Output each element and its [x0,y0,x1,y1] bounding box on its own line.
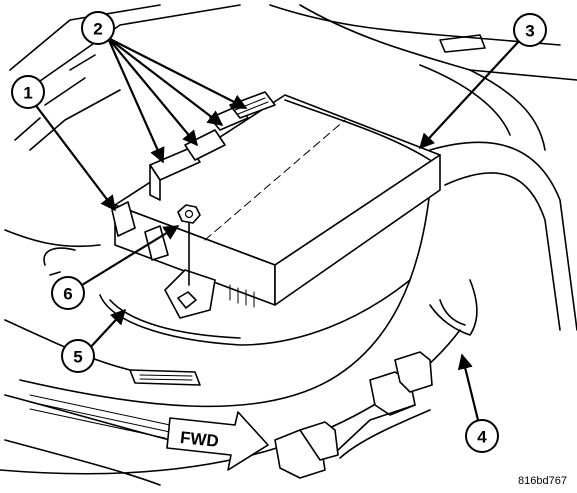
callout-6-label: 6 [63,285,72,304]
forward-direction-indicator: FWD [166,411,269,471]
callout-1-label: 1 [23,84,32,103]
wire-harness-connectors [149,91,276,201]
callout-4-label: 4 [477,428,487,447]
callout-6: 6 [51,276,85,310]
callout-3: 3 [513,13,547,47]
figure-code: 816bd767 [518,475,567,487]
callout-1: 1 [11,75,45,109]
retaining-nut [177,204,201,286]
callout-4: 4 [465,419,499,453]
callout-3-label: 3 [525,22,534,41]
callout-2: 2 [81,11,115,45]
callout-5-label: 5 [73,348,82,367]
electronic-module-body [114,94,441,319]
floor-clips [274,351,433,479]
leader-lines [33,37,521,421]
callout-2-label: 2 [93,20,102,39]
fwd-label: FWD [179,428,219,451]
module-bracket-clip [111,201,136,237]
callout-5: 5 [61,339,95,373]
